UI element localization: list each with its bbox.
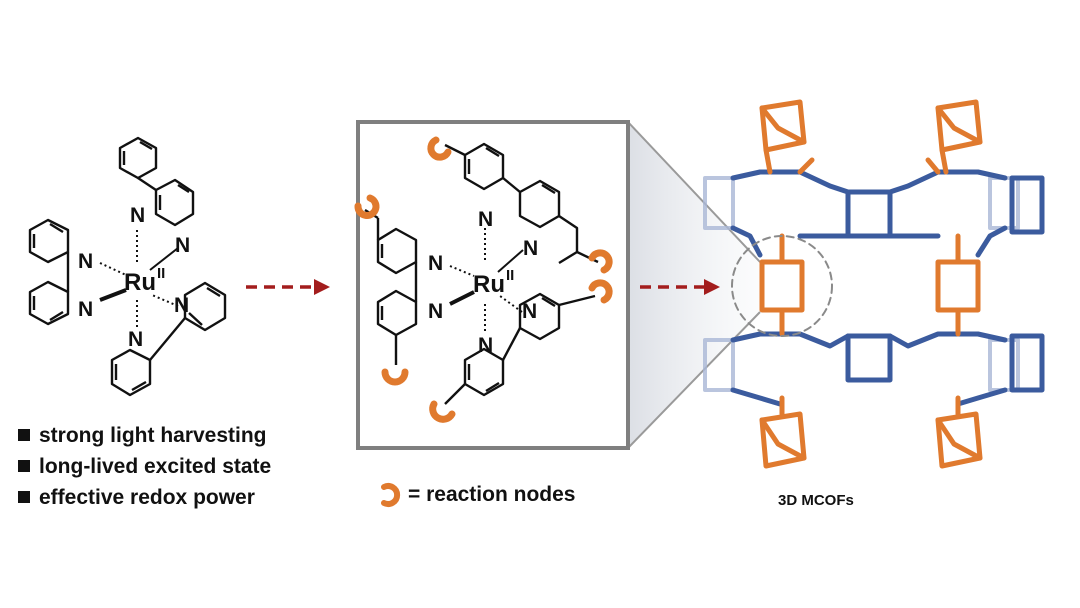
reaction-node-icon bbox=[354, 194, 380, 219]
ru-atom: Ru bbox=[124, 269, 156, 296]
n-atom: N bbox=[128, 328, 143, 351]
reaction-node-icon bbox=[381, 483, 401, 507]
feature-text: long-lived excited state bbox=[39, 455, 272, 478]
ru-bpy3-complex bbox=[28, 136, 227, 397]
oxidation-state: II bbox=[157, 265, 165, 282]
reaction-node-icon bbox=[588, 279, 613, 304]
arrow-to-functionalized bbox=[246, 279, 330, 295]
framework-orange-edges bbox=[759, 99, 983, 469]
oxidation-state: II bbox=[506, 267, 514, 284]
top-bipyridine bbox=[118, 136, 195, 227]
n-atom: N bbox=[478, 334, 493, 357]
feature-item: long-lived excited state bbox=[18, 455, 271, 479]
functionalized-complex-panel bbox=[356, 120, 630, 450]
n-atom: N bbox=[130, 204, 145, 227]
ru-atom: Ru bbox=[473, 271, 505, 298]
bottom-right-bipyridine bbox=[110, 281, 227, 397]
n-atom: N bbox=[428, 300, 443, 323]
n-atom: N bbox=[78, 250, 93, 273]
left-bipyridine bbox=[28, 218, 70, 326]
zoom-line-bottom bbox=[627, 311, 761, 449]
functionalized-labels: N N N N N N Ru II bbox=[428, 208, 538, 357]
zoom-line-top bbox=[627, 121, 761, 263]
framework-caption: 3D MCOFs bbox=[778, 492, 854, 509]
feature-text: strong light harvesting bbox=[39, 424, 267, 447]
reaction-nodes bbox=[354, 136, 613, 423]
feature-item: effective redox power bbox=[18, 486, 255, 510]
n-atom: N bbox=[174, 294, 189, 317]
feature-item: strong light harvesting bbox=[18, 424, 267, 448]
bullet-square-icon bbox=[18, 460, 30, 472]
reaction-node-icon bbox=[381, 368, 409, 386]
mcof-framework bbox=[703, 99, 1045, 469]
zoom-highlight-circle bbox=[731, 235, 833, 337]
arrow-to-framework bbox=[640, 279, 720, 295]
bullet-square-icon bbox=[18, 491, 30, 503]
n-atom: N bbox=[478, 208, 493, 231]
reaction-node-legend: = reaction nodes bbox=[378, 482, 575, 508]
reaction-node-icon bbox=[427, 136, 452, 161]
n-atom: N bbox=[175, 234, 190, 257]
feature-text: effective redox power bbox=[39, 486, 255, 509]
ru-coordination-bonds bbox=[99, 230, 179, 330]
framework-blue-edges bbox=[730, 169, 1045, 407]
legend-text: = reaction nodes bbox=[408, 483, 576, 506]
n-atom: N bbox=[78, 298, 93, 321]
functionalized-ru-complex bbox=[364, 142, 599, 405]
reaction-node-icon bbox=[588, 249, 613, 274]
n-atom: N bbox=[428, 252, 443, 275]
zoom-projection bbox=[628, 122, 760, 448]
bullet-square-icon bbox=[18, 429, 30, 441]
ru-bpy3-labels: N N N N N N Ru II bbox=[78, 204, 190, 351]
n-atom: N bbox=[523, 237, 538, 260]
n-atom: N bbox=[522, 300, 537, 323]
reaction-node-icon bbox=[429, 400, 456, 423]
